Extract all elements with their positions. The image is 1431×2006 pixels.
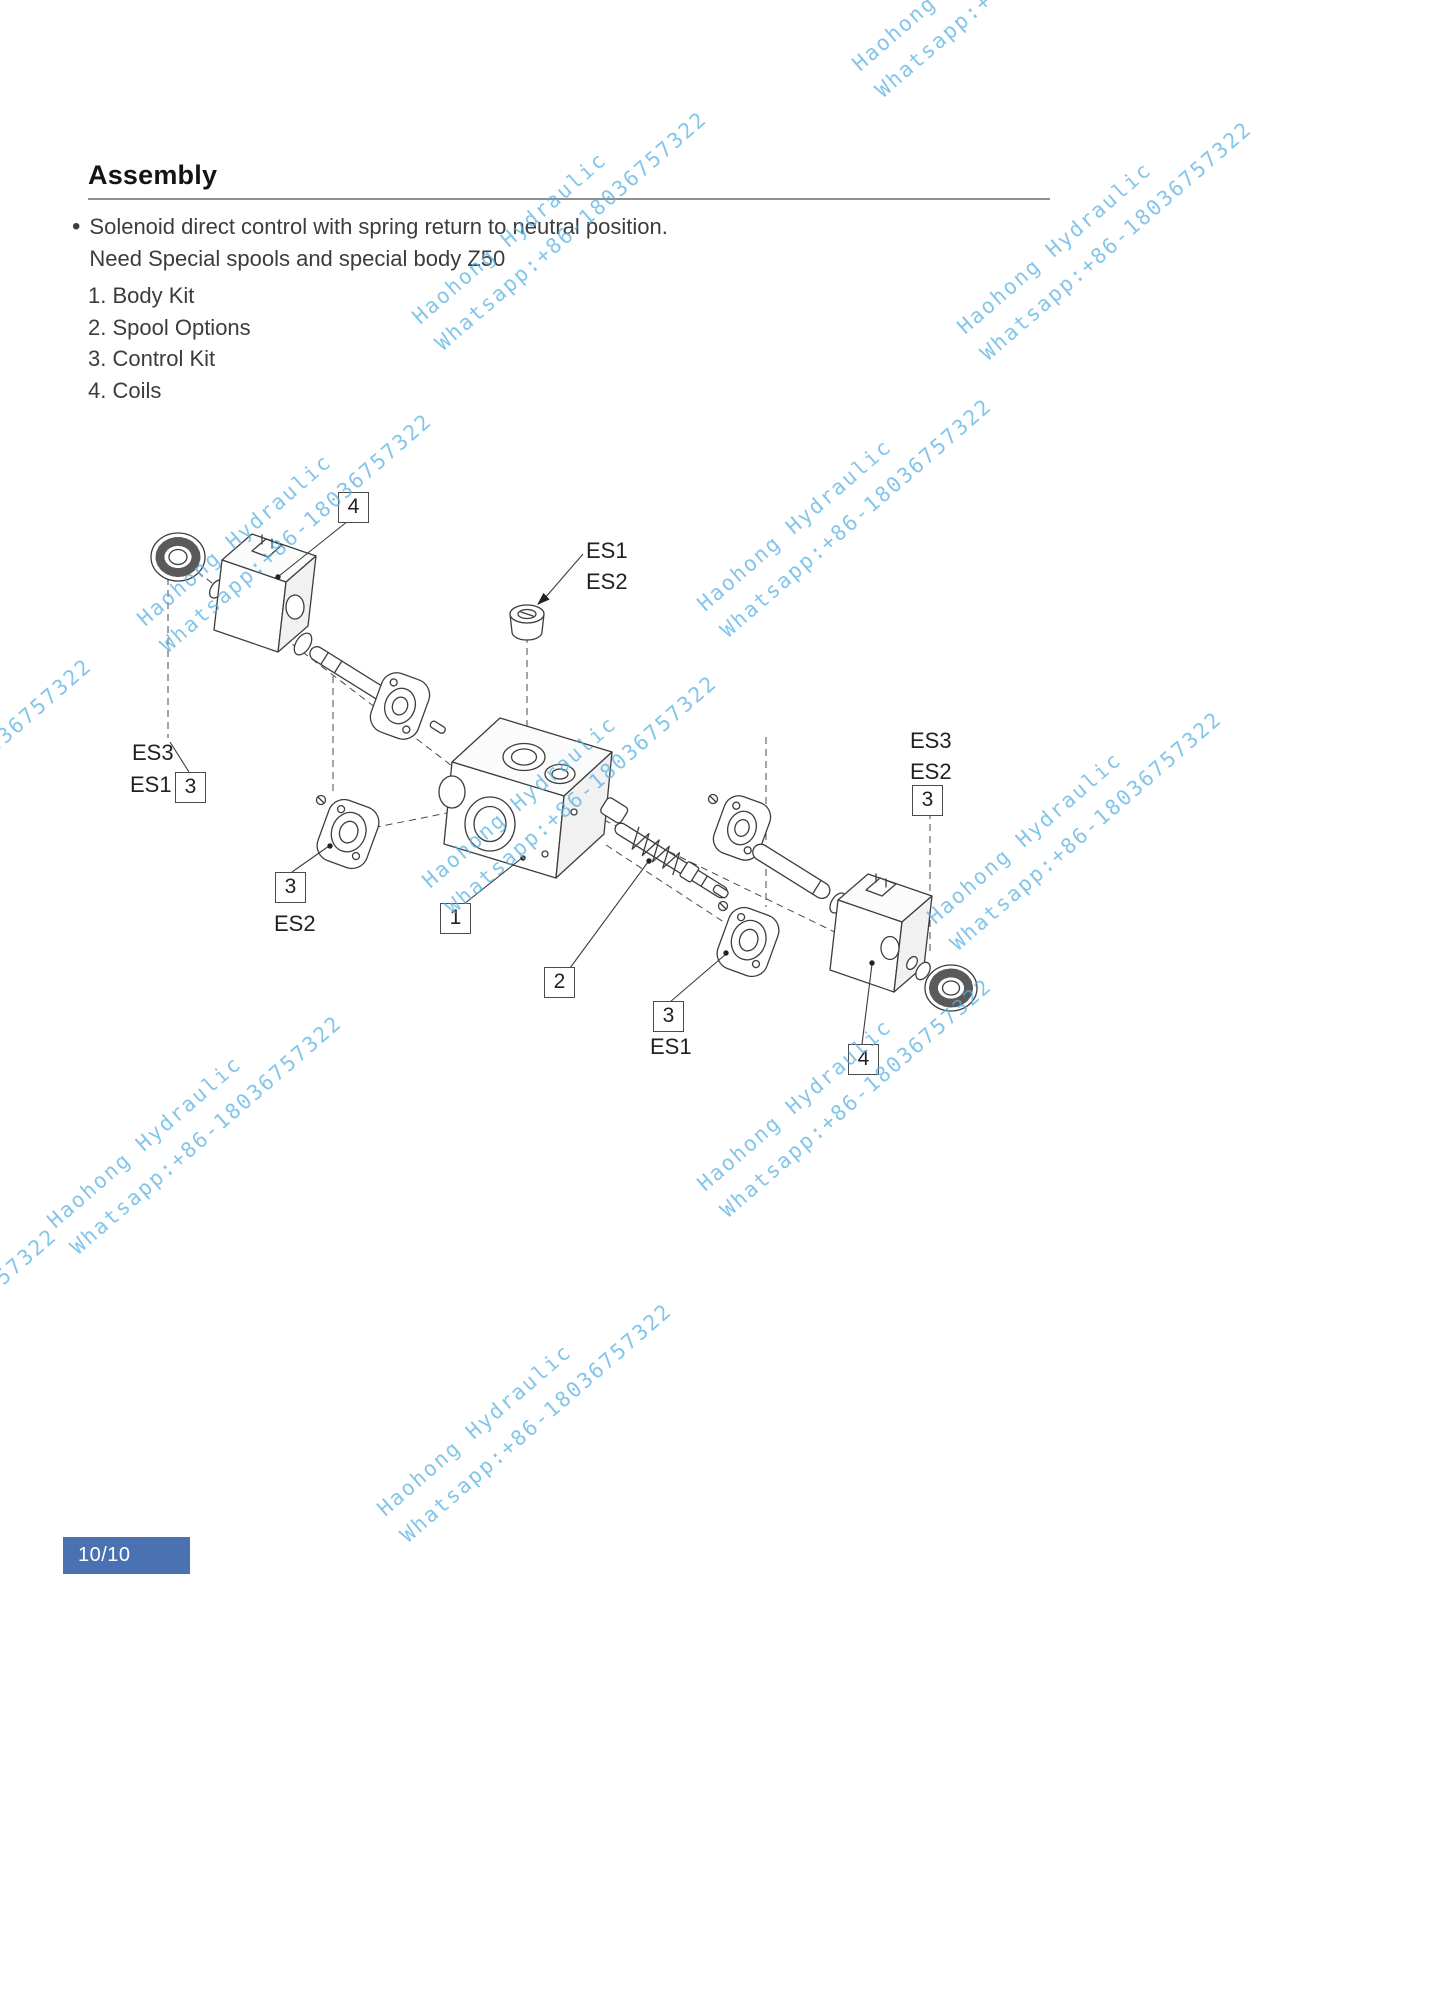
rod-right <box>752 843 831 900</box>
bullet-marker: • <box>72 213 81 240</box>
callout-midleft-box3: 3 <box>275 872 306 903</box>
callout-right-es3: ES3 <box>910 728 952 753</box>
screw-icon <box>717 900 729 912</box>
coil-nut-left <box>150 532 206 582</box>
callout-left-es3: ES3 <box>132 740 174 765</box>
callout-midright-box3: 3 <box>653 1001 684 1032</box>
callout-right-es2: ES2 <box>910 759 952 784</box>
intro-line-2: Need Special spools and special body Z50 <box>89 246 506 271</box>
page-number-badge: 10/10 <box>63 1537 190 1574</box>
intro-paragraph: • Solenoid direct control with spring re… <box>72 211 668 275</box>
o-ring-icon <box>293 632 313 656</box>
callout-midright-es1: ES1 <box>650 1034 692 1059</box>
callout-right-box3: 3 <box>912 785 943 816</box>
spool-spring <box>614 822 729 899</box>
arrowhead-icon <box>537 592 550 605</box>
leader-lines <box>169 520 873 1045</box>
callout-spool-box2: 2 <box>544 967 575 998</box>
page-title: Assembly <box>88 160 218 190</box>
plug <box>509 604 545 641</box>
coil-nut-right <box>924 964 978 1012</box>
solenoid-coil-right <box>829 873 933 993</box>
section-header: Assembly <box>88 160 1050 200</box>
solenoid-coil-left <box>213 533 317 653</box>
list-item: 2. Spool Options <box>88 314 251 340</box>
list-item: 1. Body Kit <box>88 283 195 308</box>
list-item: 3. Control Kit <box>88 346 216 372</box>
callout-midleft-es2: ES2 <box>274 911 316 936</box>
callout-left-box3: 3 <box>175 772 206 803</box>
page-number: 10/10 <box>78 1544 131 1566</box>
flange-plate <box>316 798 380 870</box>
callout-coil-bottom: 4 <box>848 1044 879 1075</box>
parts-list: 1. Body Kit 2. Spool Options 3. Control … <box>88 280 251 406</box>
screw-icon <box>315 794 327 806</box>
callout-body-box1: 1 <box>440 903 471 934</box>
flange-plate <box>716 906 780 978</box>
callout-left-es1: ES1 <box>130 772 172 797</box>
screw-icon <box>707 793 719 805</box>
valve-body <box>438 717 629 879</box>
callout-plug-es1: ES1 <box>586 538 628 563</box>
o-ring-icon <box>906 955 918 971</box>
flange-plate <box>369 672 431 740</box>
intro-line-1: Solenoid direct control with spring retu… <box>89 214 668 239</box>
flange-plate <box>712 795 772 861</box>
o-ring-icon <box>915 961 931 981</box>
leader-dots <box>275 574 875 966</box>
pin <box>429 720 446 734</box>
callout-coil-top: 4 <box>338 492 369 523</box>
list-item: 4. Coils <box>88 377 162 403</box>
callout-plug-es2: ES2 <box>586 569 628 594</box>
